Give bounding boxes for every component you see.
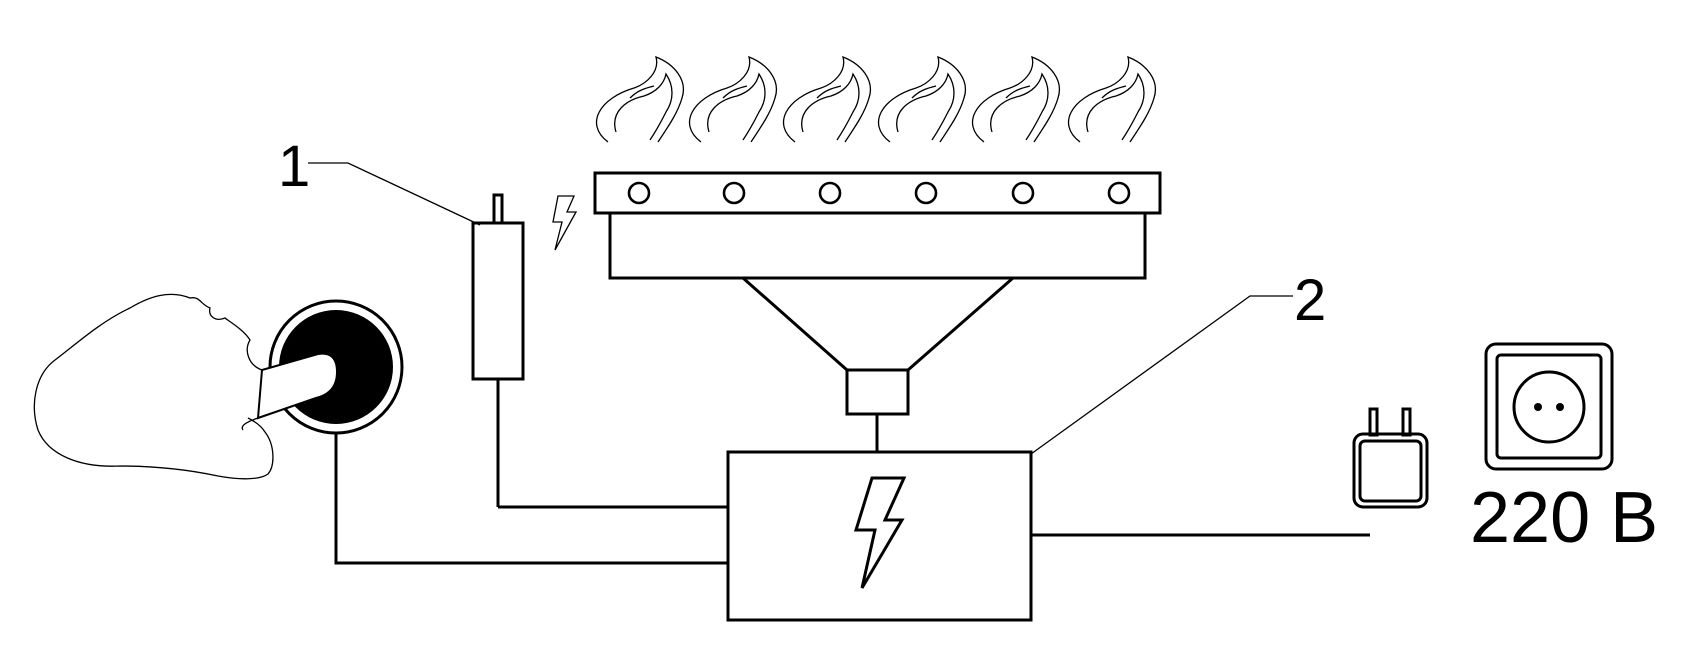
burner-nozzle bbox=[1107, 181, 1131, 205]
socket-frame-inner bbox=[1495, 353, 1603, 460]
label-1: 1 bbox=[278, 134, 310, 199]
hand-outline bbox=[33, 293, 274, 480]
flame-icon bbox=[971, 55, 1060, 143]
flame-icon bbox=[877, 55, 966, 143]
burner-nozzle bbox=[627, 181, 651, 205]
label-2: 2 bbox=[1294, 268, 1326, 333]
flame-icon bbox=[1067, 55, 1156, 143]
spark-icon bbox=[552, 195, 578, 251]
flame-icon bbox=[782, 55, 871, 143]
burner-funnel bbox=[742, 276, 1014, 372]
finger bbox=[256, 352, 339, 420]
flames-group bbox=[595, 55, 1156, 143]
burner-nozzle bbox=[1011, 181, 1035, 205]
socket-hole-left bbox=[1534, 403, 1542, 411]
label-1-leader bbox=[308, 162, 481, 226]
control-unit bbox=[726, 450, 1370, 622]
lightning-bolt-icon bbox=[853, 476, 907, 589]
plug-body-outer bbox=[1352, 432, 1429, 509]
voltage-label: 220 В bbox=[1470, 478, 1658, 558]
power-plug-icon bbox=[1352, 407, 1429, 509]
plug-body-inner bbox=[1358, 439, 1423, 503]
burner-nozzles bbox=[627, 181, 1131, 205]
burner-nozzle bbox=[722, 181, 746, 205]
igniter-electrode-tip bbox=[492, 193, 504, 225]
burner-nozzle bbox=[818, 181, 842, 205]
burner-nozzle bbox=[914, 181, 938, 205]
socket-frame-outer bbox=[1484, 342, 1614, 471]
socket-face bbox=[1512, 370, 1586, 444]
burner bbox=[593, 171, 1162, 452]
burner-body bbox=[608, 211, 1147, 280]
plug-prong-left bbox=[1368, 407, 1379, 437]
button-to-unit-wire bbox=[334, 433, 728, 565]
igniter bbox=[471, 193, 728, 509]
flame-icon bbox=[688, 55, 777, 143]
label-2-leader bbox=[1030, 295, 1293, 455]
plug-prong-right bbox=[1401, 407, 1412, 437]
socket-hole-right bbox=[1556, 403, 1564, 411]
pointing-hand-icon bbox=[33, 293, 339, 480]
igniter-body bbox=[471, 221, 525, 381]
gas-valve bbox=[845, 368, 910, 416]
hand-thumb bbox=[241, 417, 259, 431]
flame-icon bbox=[595, 55, 684, 143]
burner-bar bbox=[593, 171, 1162, 215]
wall-socket-icon bbox=[1484, 342, 1614, 471]
